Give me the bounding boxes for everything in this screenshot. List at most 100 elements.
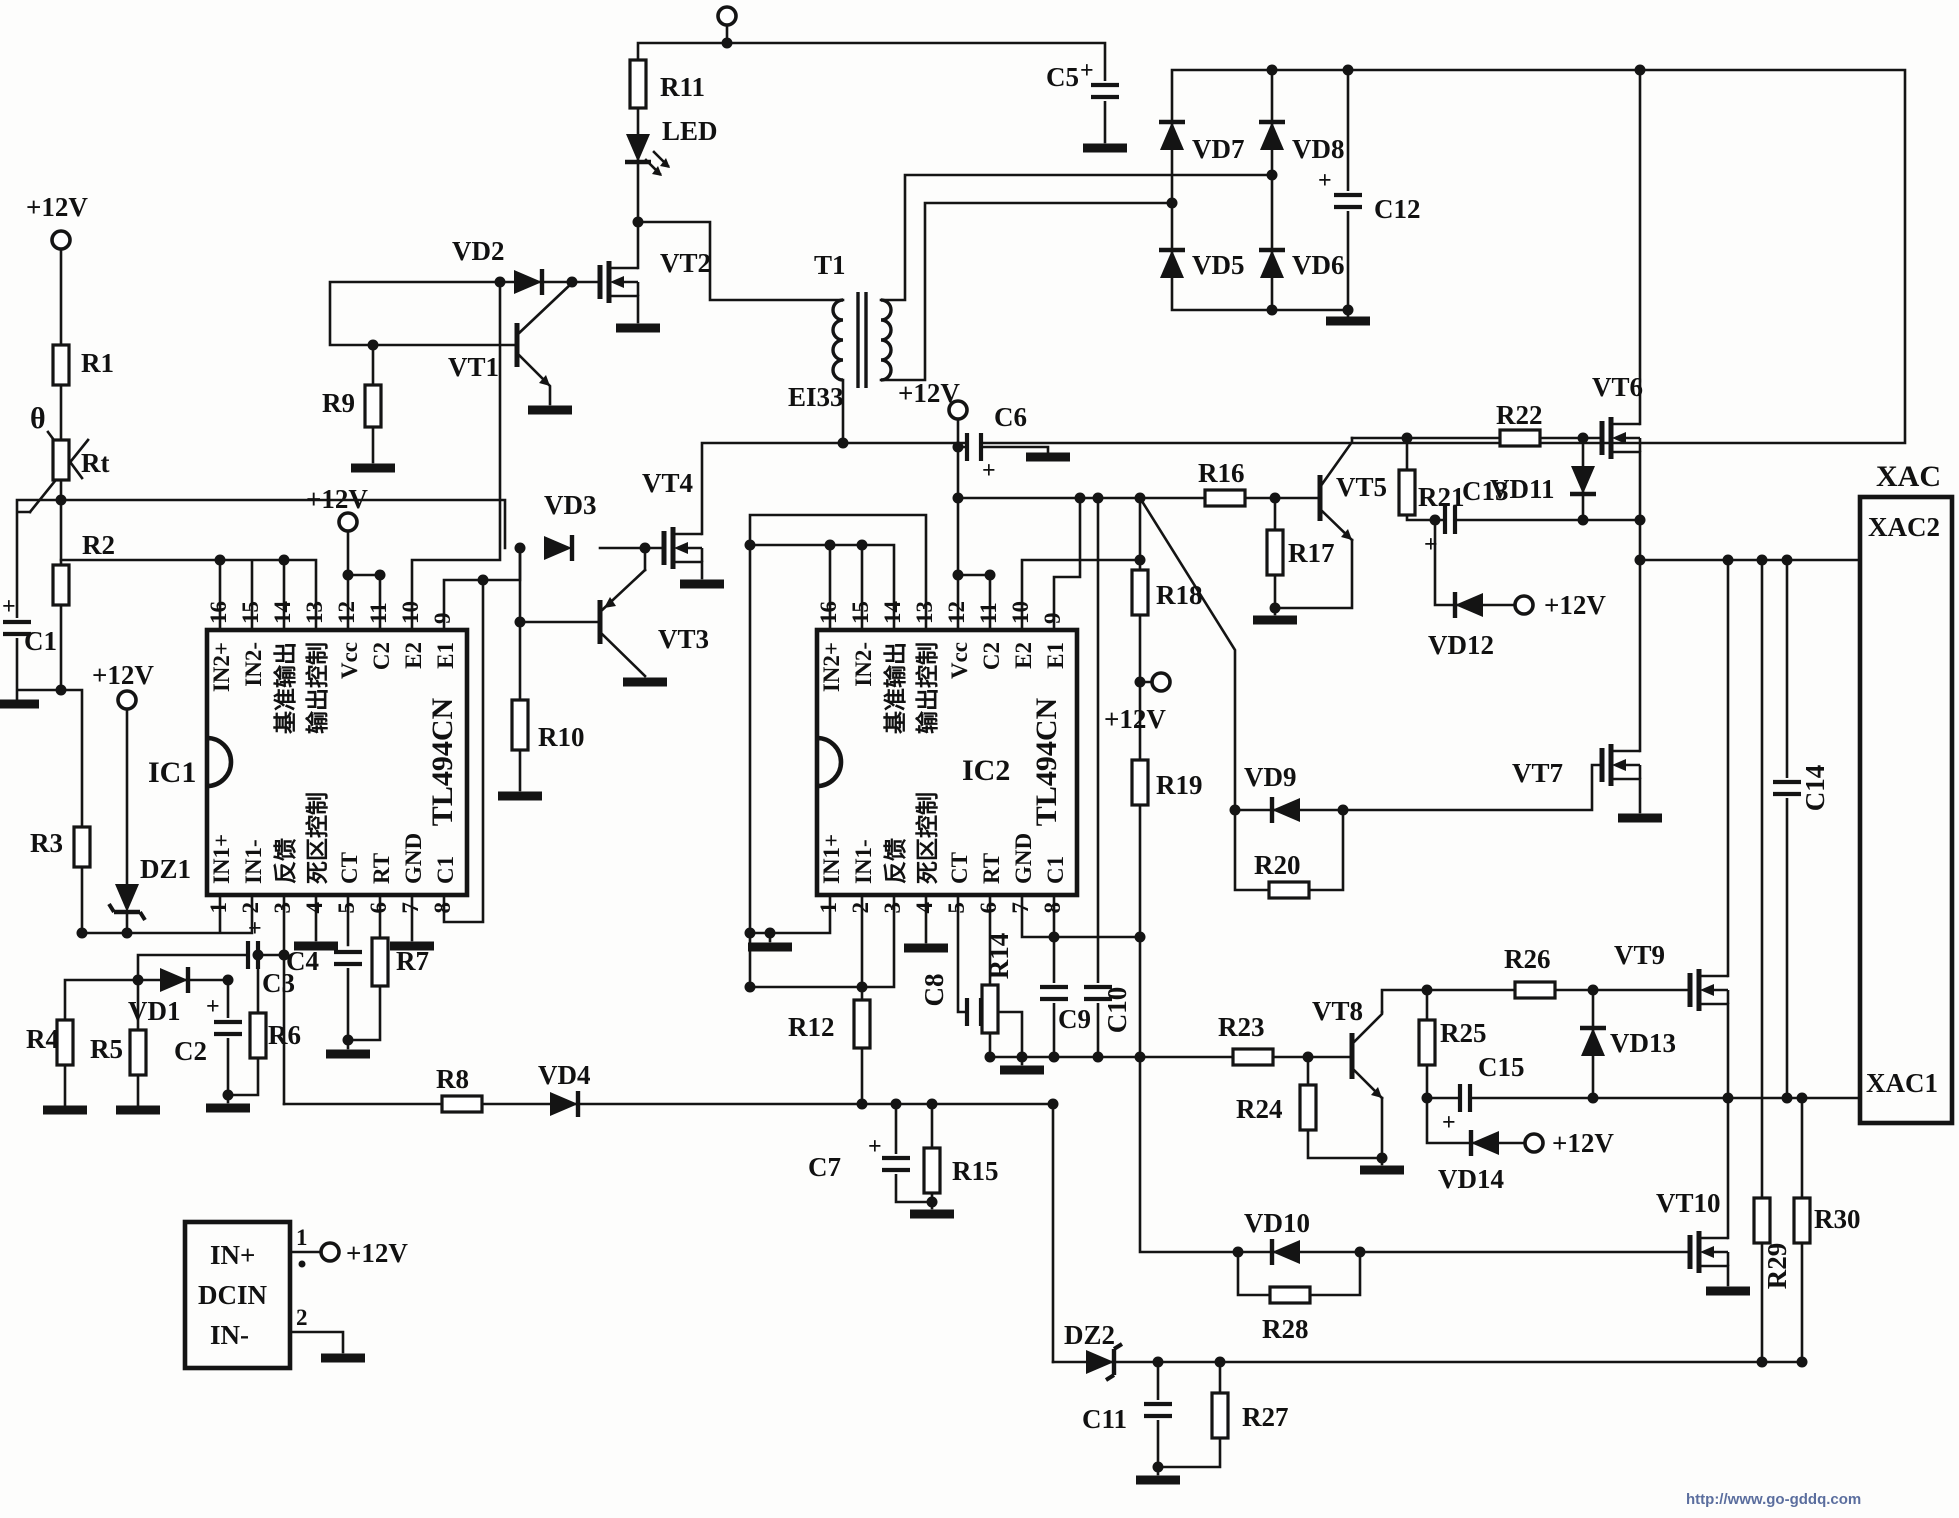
svg-text:4: 4 xyxy=(302,902,327,914)
ic1-body xyxy=(204,627,470,898)
label-vd14: VD14 xyxy=(1438,1164,1504,1194)
label-r8: R8 xyxy=(436,1064,469,1094)
terminals xyxy=(50,5,1545,1263)
label-vt5: VT5 xyxy=(1336,472,1387,502)
svg-text:6: 6 xyxy=(366,902,391,914)
svg-text:Vcc: Vcc xyxy=(947,642,972,679)
vt2-mosfet xyxy=(600,261,638,303)
label-ic1: IC1 xyxy=(148,756,196,789)
label-r19: R19 xyxy=(1156,770,1203,800)
vd11-icon xyxy=(1570,466,1596,494)
transformer-t1 xyxy=(831,292,893,388)
label-dz1: DZ1 xyxy=(140,854,191,884)
svg-text:+: + xyxy=(1442,1110,1456,1136)
label-vd8: VD8 xyxy=(1292,134,1345,164)
ic2-part: TL494CN xyxy=(1030,697,1063,826)
vt8-npn xyxy=(1349,1010,1384,1100)
label-r22: R22 xyxy=(1496,400,1543,430)
svg-text:10: 10 xyxy=(398,601,423,624)
svg-text:死区控制: 死区控制 xyxy=(304,792,330,884)
svg-text:3: 3 xyxy=(270,902,295,914)
svg-text:RT: RT xyxy=(979,853,1004,884)
svg-text:E1: E1 xyxy=(1043,642,1068,669)
dcin-connector xyxy=(182,1219,293,1371)
vt4-mosfet xyxy=(664,527,702,569)
label-r1: R1 xyxy=(81,348,114,378)
svg-text:11: 11 xyxy=(976,602,1001,624)
svg-text:反馈: 反馈 xyxy=(882,838,908,884)
svg-text:+: + xyxy=(868,1134,882,1160)
svg-text:GND: GND xyxy=(1011,833,1036,884)
label-c1: C1 xyxy=(24,626,57,656)
label-c6: C6 xyxy=(994,402,1027,432)
svg-text:8: 8 xyxy=(1040,902,1065,914)
svg-text:3: 3 xyxy=(880,902,905,914)
label-r16: R16 xyxy=(1198,458,1245,488)
label-theta: θ xyxy=(30,402,46,435)
label-c3: C3 xyxy=(262,968,295,998)
label-r27: R27 xyxy=(1242,1402,1289,1432)
vd12-icon xyxy=(1455,592,1483,618)
label-r9: R9 xyxy=(322,388,355,418)
svg-text:+: + xyxy=(982,458,996,484)
label-vt6: VT6 xyxy=(1592,372,1643,402)
svg-text:9: 9 xyxy=(430,613,455,625)
svg-text:5: 5 xyxy=(944,902,969,914)
polarity-marks: +++ +++ +++ xyxy=(2,58,1456,1160)
label-vt2: VT2 xyxy=(660,248,711,278)
svg-text:IN2+: IN2+ xyxy=(209,642,234,692)
svg-text:14: 14 xyxy=(270,601,295,625)
label-r4: R4 xyxy=(26,1024,59,1054)
svg-text:E2: E2 xyxy=(1011,642,1036,669)
svg-text:基准输出: 基准输出 xyxy=(882,642,908,734)
svg-text:C1: C1 xyxy=(1043,856,1068,884)
label-vd13: VD13 xyxy=(1610,1028,1676,1058)
svg-text:+: + xyxy=(2,594,16,620)
label-c10: C10 xyxy=(1102,987,1132,1034)
svg-text:IN1-: IN1- xyxy=(241,839,266,884)
vd2-icon xyxy=(514,269,542,295)
resistor-bodies xyxy=(51,58,1812,1440)
label-r12: R12 xyxy=(788,1012,835,1042)
label-dcin-neg: IN- xyxy=(210,1320,249,1350)
svg-text:IN1-: IN1- xyxy=(851,839,876,884)
ic2-pins: 16 15 14 13 12 11 10 9 IN2+ IN2- 基准输出 输出… xyxy=(816,601,1068,914)
svg-text:Vcc: Vcc xyxy=(337,642,362,679)
label-r25: R25 xyxy=(1440,1018,1487,1048)
vd4-icon xyxy=(550,1091,578,1117)
svg-text:16: 16 xyxy=(816,601,841,624)
label-c7: C7 xyxy=(808,1152,841,1182)
vd3-icon xyxy=(544,535,572,561)
vd13-icon xyxy=(1580,1028,1606,1056)
label-vd4: VD4 xyxy=(538,1060,591,1090)
svg-text:E2: E2 xyxy=(401,642,426,669)
label-c5: C5 xyxy=(1046,62,1079,92)
ic2-body xyxy=(814,627,1080,898)
label-vt10: VT10 xyxy=(1656,1188,1721,1218)
svg-text:IN2+: IN2+ xyxy=(819,642,844,692)
label-r29: R29 xyxy=(1762,1243,1792,1290)
vt3-pnp xyxy=(597,568,647,678)
label-c14: C14 xyxy=(1800,765,1830,812)
label-c8: C8 xyxy=(919,974,949,1007)
label-vd7: VD7 xyxy=(1192,134,1245,164)
svg-text:12: 12 xyxy=(334,601,359,624)
label-dcin-pin2: 2 xyxy=(296,1305,308,1330)
label-vd1: VD1 xyxy=(128,996,181,1026)
label-r14: R14 xyxy=(984,933,1014,980)
svg-text:IN1+: IN1+ xyxy=(819,834,844,884)
label-vd11: VD11 xyxy=(1490,474,1555,504)
svg-text:13: 13 xyxy=(302,601,327,624)
label-r10: R10 xyxy=(538,722,585,752)
label-ei33: EI33 xyxy=(788,382,844,412)
svg-text:IN2-: IN2- xyxy=(851,642,876,687)
label-vt8: VT8 xyxy=(1312,996,1363,1026)
label-c13: C13 xyxy=(1462,476,1509,506)
svg-text:输出控制: 输出控制 xyxy=(914,642,940,734)
vt5-npn xyxy=(1317,436,1354,542)
label-r28: R28 xyxy=(1262,1314,1309,1344)
label-t1: T1 xyxy=(814,250,846,280)
label-r17: R17 xyxy=(1288,538,1335,568)
label-r7: R7 xyxy=(396,946,429,976)
label-c9: C9 xyxy=(1058,1004,1091,1034)
